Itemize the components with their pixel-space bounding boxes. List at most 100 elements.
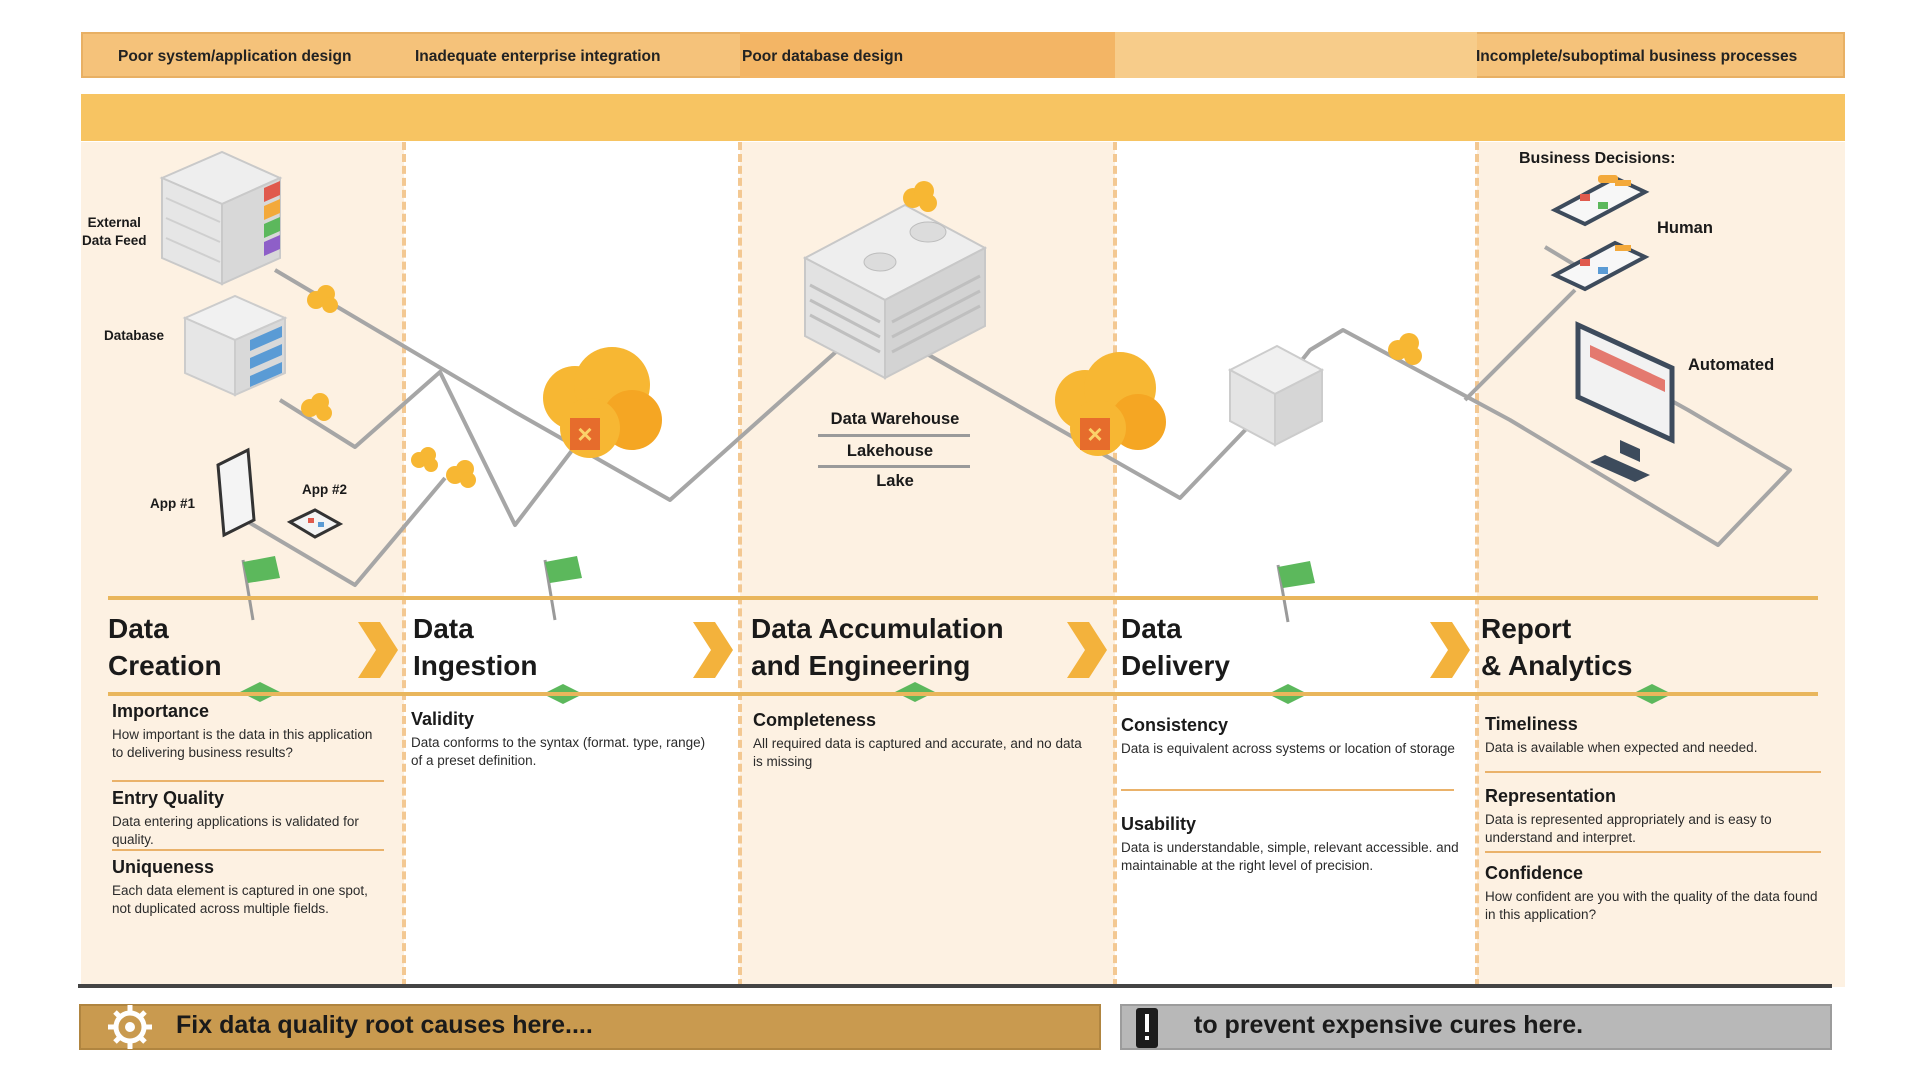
root-cause-label: Inadequate enterprise integration [415,48,661,65]
tablet-icon [1550,240,1650,292]
prevent-cures-banner [1120,1004,1832,1050]
cloud-icon [307,285,338,313]
flag-icon [543,556,582,621]
tablet-icon [1550,175,1650,227]
database-label: Database [104,328,165,343]
dimension-name: Confidence [1485,863,1584,883]
dimension-confidence: Confidence How confident are you with th… [1485,863,1825,924]
fix-root-causes-banner [79,1004,1101,1050]
lakehouse-label: Lakehouse [846,442,934,460]
dimension-desc: Data is represented appropriately and is… [1485,812,1772,845]
app2-label: App #2 [302,482,348,497]
external-data-feed-label: External Data Feed [82,215,147,248]
stage-title-ingestion: Data Ingestion [413,613,538,681]
dimension-separator [1485,851,1821,853]
column-divider [1475,142,1479,987]
dimension-desc: Data is equivalent across systems or loc… [1121,741,1455,756]
stage-title-creation: Data Creation [108,613,222,681]
dimension-name: Consistency [1121,715,1229,735]
cloud-icon [301,393,332,421]
dimension-desc: Data conforms to the syntax (format. typ… [411,735,706,768]
chevron-right-icon [358,622,1470,678]
flag-icon [241,556,280,621]
dimension-usability: Usability Data is understandable, simple… [1121,814,1466,875]
tablet-icon [286,508,344,539]
fix-root-causes-text: Fix data quality root causes here.... [176,1011,593,1039]
column-divider [1113,142,1117,987]
dimension-separator [1485,771,1821,773]
column-divider [402,142,406,987]
dimension-desc: All required data is captured and accura… [753,736,1082,769]
column-bg-analytics [1477,142,1845,987]
cloud-icon: × [543,347,662,458]
dimension-name: Usability [1121,814,1197,834]
automated-label: Automated [1688,356,1775,374]
cloud-icon [411,447,438,472]
cloud-icon [1388,333,1422,365]
header-band [81,94,1845,141]
cloud-icon [1598,175,1618,183]
prevent-cures-text: to prevent expensive cures here. [1194,1011,1584,1039]
flow-path [243,476,447,587]
dimension-name: Uniqueness [112,857,215,877]
root-cause-segment [1115,32,1477,78]
cloud-icon [446,460,476,488]
dimension-desc: Data is available when expected and need… [1485,740,1758,755]
cloud-icon [903,181,937,212]
dimension-uniqueness: Uniqueness Each data element is captured… [112,857,382,918]
warehouse-label: Data Warehouse [830,410,960,428]
dimension-desc: How confident are you with the quality o… [1485,889,1818,922]
column-divider [738,142,742,987]
dimension-desc: How important is the data in this applic… [112,727,373,760]
dimension-validity: Validity Data conforms to the syntax (fo… [411,709,711,770]
phone-icon [216,447,256,538]
dimension-timeliness: Timeliness Data is available when expect… [1485,714,1825,757]
database-icon [182,294,288,397]
dimension-name: Validity [411,709,475,729]
flow-path [278,370,582,527]
flow-path [1248,328,1792,547]
svg-text:×: × [1087,419,1102,449]
dimension-desc: Each data element is captured in one spo… [112,883,368,916]
svg-text:×: × [577,419,592,449]
root-cause-label: Poor system/application design [118,48,352,65]
dimension-completeness: Completeness All required data is captur… [753,710,1083,771]
root-cause-segment [740,32,1115,78]
dimension-name: Entry Quality [112,788,225,808]
dimension-separator [1121,789,1454,791]
dimension-desc: Data is understandable, simple, relevant… [1121,840,1459,873]
monitor-icon [1575,321,1675,482]
root-cause-label: Incomplete/suboptimal business processes [1476,48,1798,65]
dimension-name: Importance [112,701,210,721]
lake-label: Lake [876,472,914,490]
dimension-separator [112,780,384,782]
dimension-name: Completeness [753,710,877,730]
dimension-separator [112,849,384,851]
flow-path [1463,288,1577,402]
dimension-consistency: Consistency Data is equivalent across sy… [1121,715,1466,758]
dimension-entry-quality: Entry Quality Data entering applications… [112,788,382,849]
business-decisions-title: Business Decisions: [1519,150,1676,167]
warehouse-icon [802,203,988,380]
stage-title-delivery: Data Delivery [1121,613,1230,681]
stage-title-accumulation: Data Accumulation and Engineering [751,613,1004,681]
dimension-representation: Representation Data is represented appro… [1485,786,1825,847]
stage-bottom-rule [108,692,1818,696]
stage-top-rule [108,596,1818,600]
cloud-icon: × [1055,352,1166,456]
flag-icon [1276,561,1315,623]
human-label: Human [1657,219,1713,237]
warehouse-divider [818,465,970,468]
app1-label: App #1 [150,496,196,511]
stage-title-analytics: Report & Analytics [1481,613,1633,681]
server-stack-icon [159,150,283,286]
root-cause-label: Poor database design [742,48,904,65]
warehouse-divider [818,434,970,437]
data-block-icon [1227,344,1325,447]
dimension-importance: Importance How important is the data in … [112,701,382,762]
bottom-rule [78,984,1832,988]
flow-path [919,348,1252,500]
flow-path [1543,245,1577,267]
